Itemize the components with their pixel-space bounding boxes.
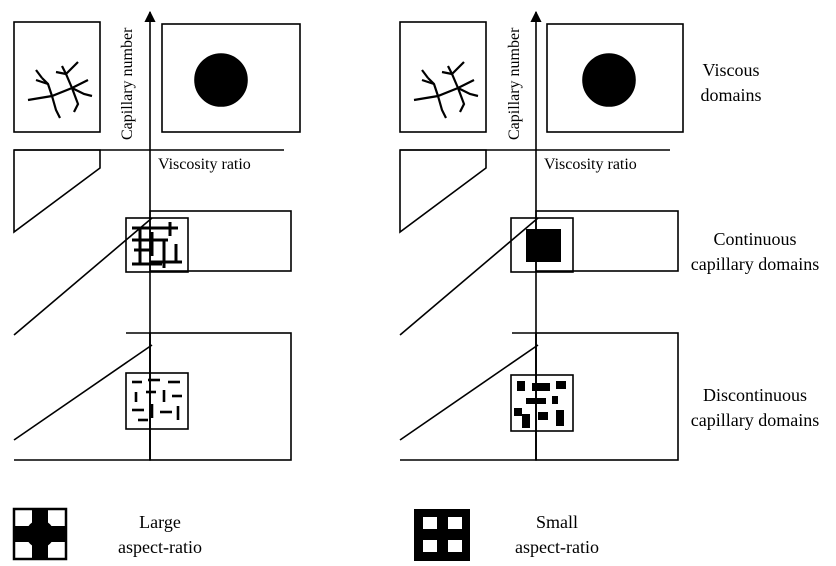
- discontinuous-region-base: [400, 332, 537, 461]
- right-x-axis-label: Viscosity ratio: [544, 156, 637, 173]
- left-y-axis-label: Capillary number: [119, 27, 136, 140]
- viscous-drop-box: [546, 23, 684, 133]
- fingering-branch-icon: [413, 61, 479, 119]
- viscous-region-shape: [399, 149, 487, 234]
- discontinuous-region-diagonal: [399, 344, 539, 441]
- right-panel: [399, 10, 684, 461]
- continuous-domain-label-line2: capillary domains: [691, 254, 819, 274]
- discontinuous-maze-box: [125, 372, 189, 430]
- viscous-branch-box: [13, 21, 101, 133]
- viscous-region-shape: [13, 149, 101, 234]
- continuous-maze-icon: [132, 222, 182, 268]
- legend-large-label-line1: Large: [139, 512, 181, 532]
- legend-large-label-line2: aspect-ratio: [118, 537, 202, 557]
- left-panel: [13, 10, 301, 461]
- legend-small-aspect-ratio-icon: [414, 509, 470, 561]
- continuous-maze-box: [125, 217, 189, 273]
- viscous-branch-box: [399, 21, 487, 133]
- single-drop-icon: [194, 53, 248, 107]
- discontinuous-block-box: [510, 374, 574, 432]
- continuous-region-diagonal: [399, 217, 539, 336]
- fingering-branch-icon: [27, 61, 93, 119]
- continuous-block-box: [510, 217, 574, 273]
- discontinuous-region-diagonal: [13, 344, 153, 441]
- discontinuous-domain-label-line1: Discontinuous: [703, 385, 807, 405]
- discontinuous-domain-label-line2: capillary domains: [691, 410, 819, 430]
- viscous-drop-box: [161, 23, 301, 133]
- discontinuous-maze-icon: [132, 378, 182, 422]
- continuous-solid-block-icon: [526, 229, 561, 262]
- legend-small-label-line1: Small: [536, 512, 578, 532]
- left-x-axis-label: Viscosity ratio: [158, 156, 251, 173]
- viscous-domain-label-line2: domains: [701, 85, 762, 105]
- viscous-domain-label-line1: Viscous: [703, 60, 760, 80]
- discontinuous-blocks-icon: [514, 381, 566, 428]
- legend-large-aspect-ratio-icon: [12, 507, 68, 561]
- right-y-axis-label: Capillary number: [506, 27, 523, 140]
- legend-small-label-line2: aspect-ratio: [515, 537, 599, 557]
- single-drop-icon: [582, 53, 636, 107]
- continuous-domain-label-line1: Continuous: [713, 229, 796, 249]
- discontinuous-region-base: [14, 332, 151, 461]
- continuous-region-diagonal: [13, 217, 153, 336]
- discontinuous-region-box: [149, 332, 292, 461]
